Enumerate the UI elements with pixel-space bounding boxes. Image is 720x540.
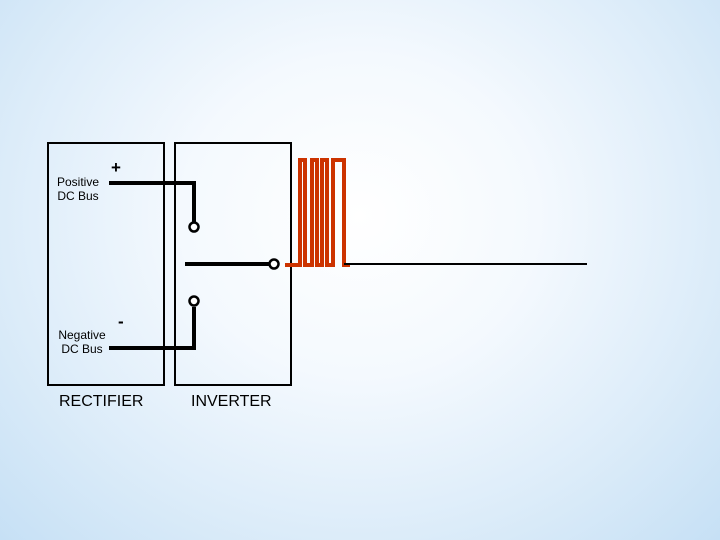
positive-bus-label-line1: Positive — [56, 175, 100, 189]
positive-bus-label-line2: DC Bus — [57, 189, 99, 203]
pwm-waveform — [285, 158, 350, 267]
upper-switch-contact — [188, 221, 200, 233]
rectifier-label: RECTIFIER — [59, 393, 144, 410]
output-node — [268, 258, 280, 270]
negative-bus-wire — [109, 307, 196, 350]
rectifier-box — [47, 142, 165, 386]
negative-sign: - — [118, 312, 124, 331]
positive-bus-wire — [109, 181, 196, 222]
negative-bus-label-line1: Negative — [58, 328, 106, 342]
positive-bus-label: Positive DC Bus — [50, 175, 106, 203]
positive-sign: + — [111, 158, 121, 177]
lower-switch-contact — [188, 295, 200, 307]
negative-bus-label-line2: DC Bus — [61, 342, 103, 356]
negative-bus-label: Negative DC Bus — [53, 328, 111, 356]
inverter-label: INVERTER — [191, 393, 272, 410]
